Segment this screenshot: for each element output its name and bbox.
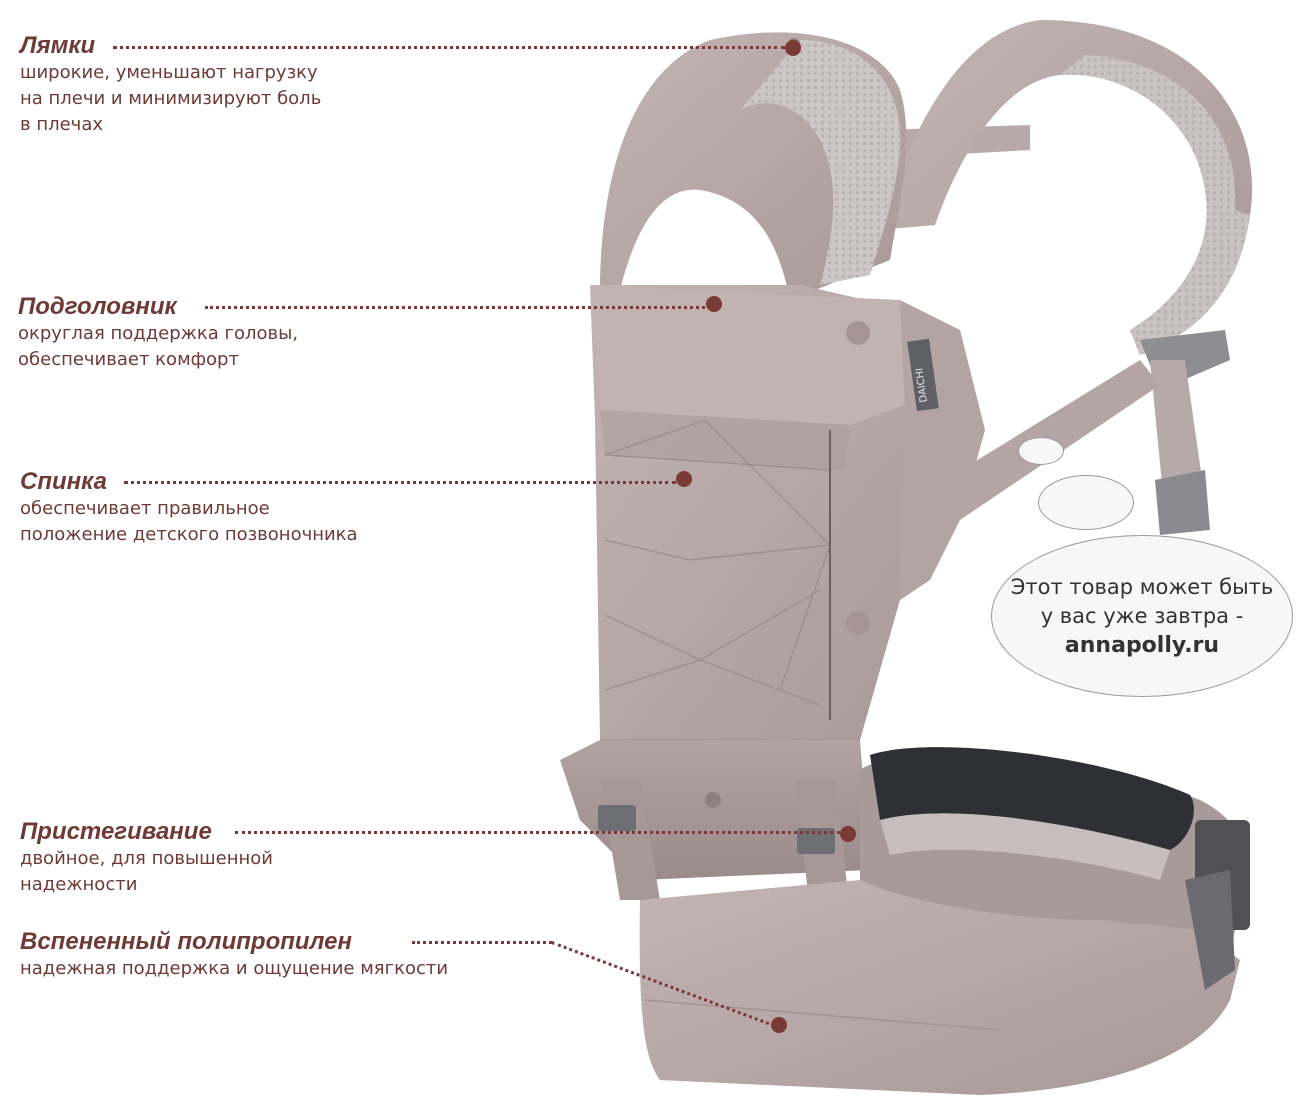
callout-foam-polypropylene: Вспененный полипропилен надежная поддерж… <box>20 928 448 982</box>
marker-dot-shoulder-straps <box>785 40 801 56</box>
hip-seat <box>639 747 1250 1095</box>
callout-back-panel: Спинка обеспечивает правильное положение… <box>20 468 358 548</box>
marker-dot-foam-polypropylene <box>771 1017 787 1033</box>
callout-headrest: Подголовник округлая поддержка головы, о… <box>18 293 298 373</box>
callout-title: Спинка <box>20 468 107 495</box>
leader-line-fastening <box>235 831 840 834</box>
svg-text:DAICHI: DAICHI <box>914 367 930 403</box>
leader-line-headrest <box>205 306 705 309</box>
leader-line-back-panel <box>124 481 676 484</box>
buckle-right <box>795 780 850 910</box>
callout-title: Пристегивание <box>20 818 212 845</box>
callout-title: Вспененный полипропилен <box>20 928 353 955</box>
promo-line-1: Этот товар может быть <box>1010 574 1274 599</box>
callout-shoulder-straps: Лямки широкие, уменьшают нагрузку на пле… <box>20 32 321 138</box>
promo-site-link[interactable]: annapolly.ru <box>1064 632 1220 658</box>
leader-line-foam-polypropylene <box>412 941 552 944</box>
callout-desc: двойное, для повышенной надежности <box>20 848 273 895</box>
callout-desc: широкие, уменьшают нагрузку на плечи и м… <box>20 62 322 135</box>
callout-title: Подголовник <box>18 293 177 320</box>
promo-line-2: у вас уже завтра - <box>1040 603 1244 628</box>
callout-title: Лямки <box>20 32 96 59</box>
buckle-left <box>598 780 660 900</box>
callout-desc: округлая поддержка головы, обеспечивает … <box>18 323 299 370</box>
promo-bubble: Этот товар может быть у вас уже завтра -… <box>991 535 1293 697</box>
thought-bubble-medium <box>1038 475 1134 530</box>
marker-dot-back-panel <box>676 471 692 487</box>
thought-bubble-small <box>1018 437 1064 465</box>
callout-desc: обеспечивает правильное положение детско… <box>20 498 358 545</box>
left-shoulder-strap <box>600 32 907 300</box>
marker-dot-headrest <box>706 296 722 312</box>
carrier-body-panel: DAICHI <box>590 285 985 741</box>
callout-fastening: Пристегивание двойное, для повышенной на… <box>20 818 273 898</box>
marker-dot-fastening <box>840 826 856 842</box>
callout-desc: надежная поддержка и ощущение мягкости <box>20 958 449 979</box>
leader-line-shoulder-straps <box>113 46 785 49</box>
